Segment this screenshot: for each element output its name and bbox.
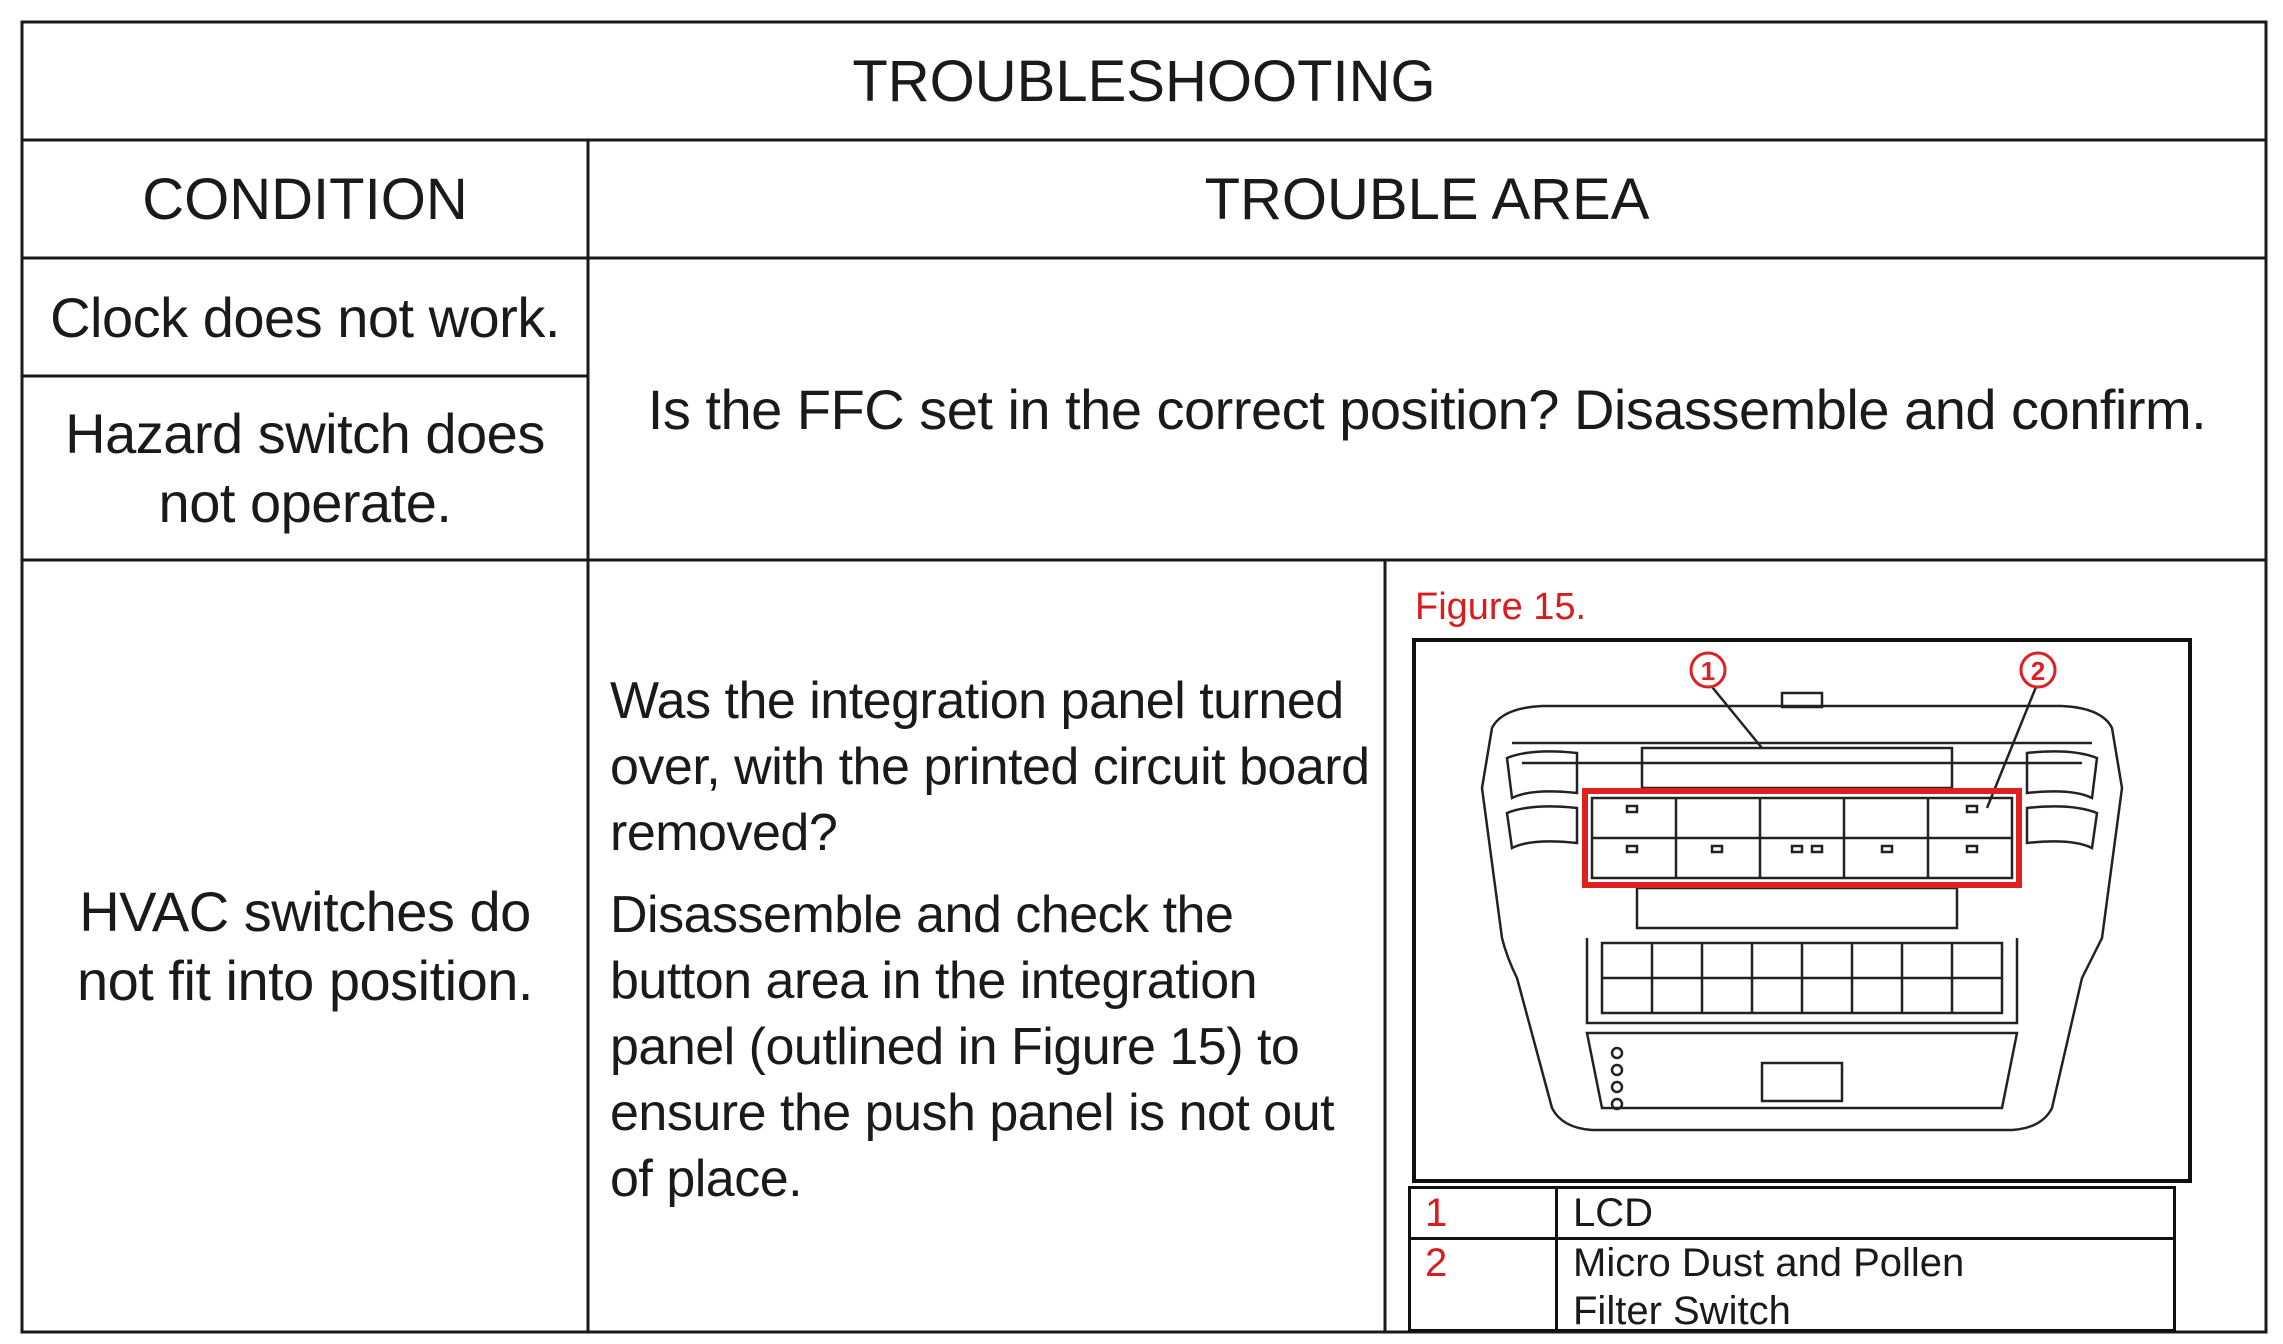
header-trouble-area: TROUBLE AREA [1204,166,1650,232]
condition-hazard-switch: Hazard switch does not operate. [65,402,545,534]
condition-clock: Clock does not work. [50,285,560,349]
callout-1: 1 [1701,656,1715,686]
figure-label: Figure 15. [1415,586,1587,628]
callout-2: 2 [2031,656,2045,686]
legend-num-2: 2 [1425,1241,1448,1285]
legend-divider-h [1411,1237,2173,1240]
legend-text-2: Micro Dust and Pollen Filter Switch [1573,1241,1965,1333]
hvac-paragraph-1: Was the integration panel turned over, w… [610,672,1370,862]
integration-panel-figure: 1 2 [1412,638,2192,1183]
header-condition: CONDITION [142,166,468,232]
trouble-area-ffc: Is the FFC set in the correct position? … [647,377,2207,441]
hvac-paragraph-2: Disassemble and check the button area in… [610,886,1335,1208]
legend-divider-v [1555,1189,1558,1329]
figure-legend: 1 LCD 2 Micro Dust and Pollen Filter Swi… [1408,1186,2176,1333]
button-area-highlight [1582,788,2022,888]
condition-hvac: HVAC switches do not fit into position. [77,880,533,1012]
table-title: TROUBLESHOOTING [852,48,1436,114]
trouble-area-hvac: Was the integration panel turned over, w… [610,668,1370,1212]
legend-num-1: 1 [1425,1191,1448,1235]
legend-text-1: LCD [1573,1191,1654,1235]
